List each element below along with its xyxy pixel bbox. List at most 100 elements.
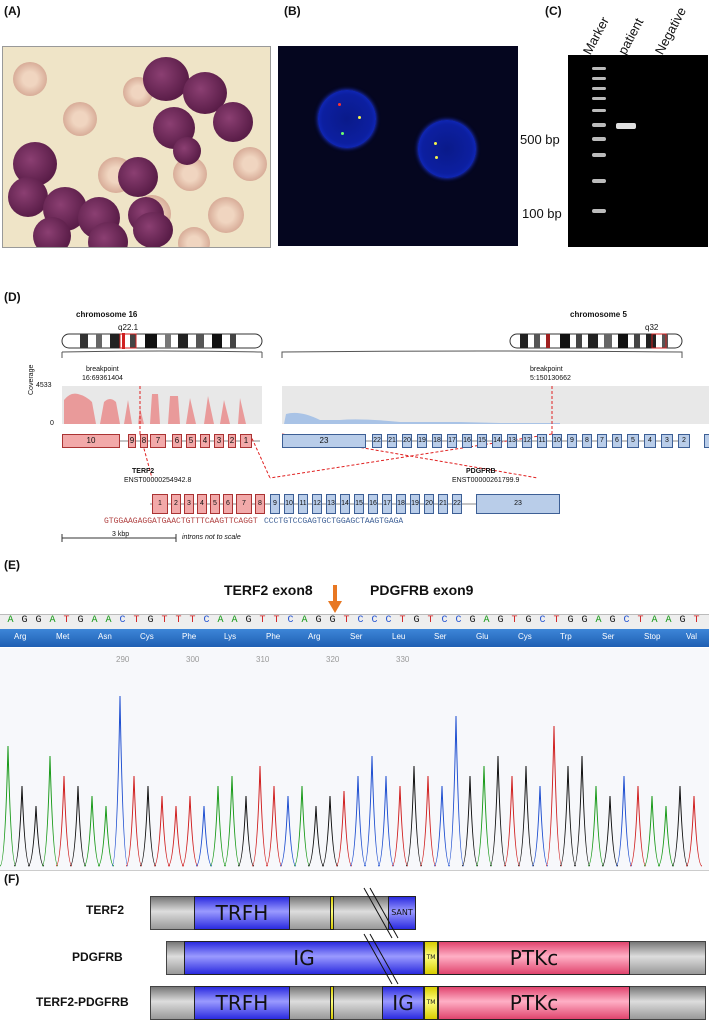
- base-call: T: [553, 615, 560, 626]
- scale-bar-label: 3 kbp: [112, 531, 130, 538]
- coverage-min: 0: [50, 420, 54, 427]
- chromatogram-peak: [573, 755, 591, 867]
- chromatogram-peak: [447, 715, 465, 867]
- chromatogram-peak: [433, 785, 451, 867]
- fusion-pdgfrb-exon-20: 20: [424, 494, 434, 514]
- bone-marrow-smear-image: [2, 46, 271, 248]
- pdgfrb-exon-23: 23: [282, 434, 366, 448]
- fusion-pdgfrb-exon-21: 21: [438, 494, 448, 514]
- amino-acid: Ser: [602, 632, 615, 641]
- chromatogram-peak: [685, 795, 703, 867]
- chromatogram-peak: [419, 775, 437, 867]
- base-call: G: [147, 615, 154, 626]
- pdgfrb-exon-12: 12: [522, 434, 532, 448]
- base-call: C: [441, 615, 448, 626]
- band-q22-1: q22.1: [118, 323, 139, 332]
- size-marker-100bp: 100 bp: [522, 206, 562, 221]
- base-call: G: [329, 615, 336, 626]
- fusion-ig-domain: IG: [382, 986, 424, 1020]
- terf2-exon-1: 1: [240, 434, 252, 448]
- coverage-max: 4533: [36, 382, 52, 389]
- fusion-pdgfrb-exon-11: 11: [298, 494, 308, 514]
- base-call: T: [399, 615, 406, 626]
- fusion-pdgfrb-exon-13: 13: [326, 494, 336, 514]
- amino-acid: Trp: [560, 632, 572, 641]
- fusion-ptkc-domain: PTKc: [438, 986, 630, 1020]
- base-call: C: [385, 615, 392, 626]
- base-call: G: [35, 615, 42, 626]
- base-call: T: [175, 615, 182, 626]
- chromatogram-peak: [97, 805, 115, 867]
- fusion-pdgfrb-exon-12: 12: [312, 494, 322, 514]
- pdgfrb-transcript: ENST00000261799.9: [452, 477, 520, 484]
- terf2-exon-8: 8: [140, 434, 148, 448]
- amino-acid: Stop: [644, 632, 661, 641]
- amino-acid: Ser: [350, 632, 363, 641]
- base-call: T: [273, 615, 280, 626]
- amino-acid: Phe: [182, 632, 197, 641]
- base-call: A: [91, 615, 98, 626]
- chromatogram-peak: [405, 765, 423, 867]
- base-call: A: [7, 615, 14, 626]
- lane-label-patient: patient: [614, 15, 647, 57]
- base-call: G: [21, 615, 28, 626]
- chromatogram-peak: [657, 805, 675, 867]
- fusion-pdgfrb-exon-18: 18: [396, 494, 406, 514]
- chromatogram-peak: [349, 775, 367, 867]
- lane-label-negative: Negative: [651, 4, 690, 57]
- pdgfrb-exon-20: 20: [402, 434, 412, 448]
- fusion-sequence-pdgfrb: CCCTGTCCGAGTGCTGGAGCTAAGTGAGA: [264, 517, 404, 526]
- terf2-exon-5: 5: [186, 434, 196, 448]
- domain-row-label-pdgfrb: PDGFRB: [72, 950, 123, 964]
- chromatogram-peak: [461, 775, 479, 867]
- base-call: A: [105, 615, 112, 626]
- amino-acid: Ser: [434, 632, 447, 641]
- pdgfrb-exon-9: 9: [567, 434, 577, 448]
- pdgfrb-exon-8: 8: [582, 434, 592, 448]
- fusion-terf2-exon-6: 6: [223, 494, 233, 514]
- base-call: A: [301, 615, 308, 626]
- base-call: T: [63, 615, 70, 626]
- pdgfrb-gene-label: PDGFRB: [466, 468, 496, 475]
- base-call: C: [119, 615, 126, 626]
- chromatogram-peak: [559, 765, 577, 867]
- fusion-terf2-exon-3: 3: [184, 494, 194, 514]
- pdgfrb-exon-11: 11: [537, 434, 547, 448]
- base-call: G: [315, 615, 322, 626]
- pdgfrb-exon-18: 18: [432, 434, 442, 448]
- chromatogram-peak: [489, 755, 507, 867]
- terf2-trfh-domain: TRFH: [194, 896, 290, 930]
- chromatogram-peak: [209, 785, 227, 867]
- panel-label-f: (F): [4, 872, 20, 886]
- fusion-pdgfrb-exon-23: 23: [476, 494, 560, 514]
- panel-label-e: (E): [4, 558, 20, 572]
- chromatogram-peak: [629, 785, 647, 867]
- chromatogram-peak: [335, 790, 353, 867]
- breakpoint-coord-right: 5:150130662: [530, 375, 571, 382]
- pdgfrb-exon-15: 15: [477, 434, 487, 448]
- chromatogram-peak: [391, 785, 409, 867]
- pdgfrb-exon-16: 16: [462, 434, 472, 448]
- panel-label-a: (A): [4, 4, 21, 18]
- amino-acid: Val: [686, 632, 697, 641]
- base-call: T: [693, 615, 700, 626]
- base-call: C: [203, 615, 210, 626]
- chromatogram-position: 330: [396, 655, 410, 664]
- fusion-pdgfrb-exon-22: 22: [452, 494, 462, 514]
- chromatogram-peak: [363, 755, 381, 867]
- chromatogram-position: 310: [256, 655, 270, 664]
- domain-row-label-fusion: TERF2-PDGFRB: [36, 995, 129, 1009]
- introns-note: introns not to scale: [182, 534, 241, 541]
- fusion-terf2-exon-5: 5: [210, 494, 220, 514]
- chromatogram-peak: [237, 795, 255, 867]
- chromatogram-peak: [167, 805, 185, 867]
- pdgfrb-exon-1: 1: [704, 434, 709, 448]
- base-call: G: [609, 615, 616, 626]
- chromatogram-peak: [69, 785, 87, 867]
- pdgfrb-tm-domain: TM: [424, 941, 438, 975]
- pdgfrb-exon-5: 5: [627, 434, 639, 448]
- terf2-exon-3: 3: [214, 434, 224, 448]
- breakpoint-label-left: breakpoint: [86, 366, 119, 373]
- chromatogram-peak: [643, 795, 661, 867]
